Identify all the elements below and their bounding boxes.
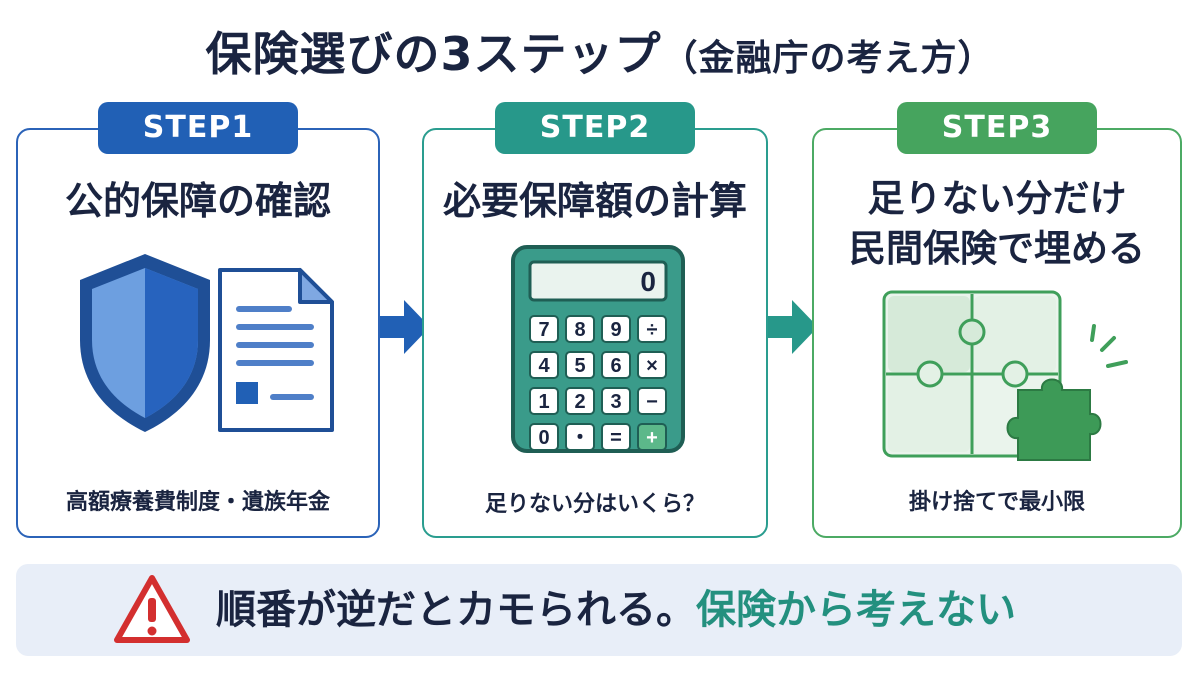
calculator-key-label: ・ bbox=[570, 427, 590, 449]
step1-heading-line: 公的保障の確認 bbox=[64, 179, 331, 223]
step3-card: STEP3 足りない分だけ 民間保険で埋める 掛け捨てで最小限 bbox=[812, 102, 1182, 538]
calculator-display: 0 bbox=[640, 266, 656, 297]
calculator-key-label: 5 bbox=[574, 355, 585, 377]
calculator-key-label: 3 bbox=[610, 391, 621, 413]
step2-badge: STEP2 bbox=[495, 102, 695, 154]
step3-caption: 掛け捨てで最小限 bbox=[908, 490, 1085, 515]
step3-badge: STEP3 bbox=[897, 102, 1097, 154]
calculator-key-label: 1 bbox=[538, 391, 549, 413]
calculator-key bbox=[601, 351, 631, 379]
calculator-key-label: 0 bbox=[538, 427, 549, 449]
calculator-key-label: 2 bbox=[574, 391, 585, 413]
calculator-key bbox=[565, 387, 595, 415]
warning-triangle-icon bbox=[114, 575, 190, 643]
calculator-key-label: 4 bbox=[538, 355, 550, 377]
arrow-right-icon bbox=[380, 300, 430, 354]
calculator-key-label: 6 bbox=[610, 355, 621, 377]
calculator-key bbox=[637, 423, 667, 451]
title-main: 保険選びの3ステップ bbox=[205, 27, 662, 81]
warning-text-accent: 保険から考えない bbox=[696, 587, 1016, 633]
warning-banner: 順番が逆だとカモられる。保険から考えない bbox=[16, 564, 1182, 656]
calculator-key-label: × bbox=[646, 355, 658, 377]
calculator-key-label: − bbox=[646, 391, 658, 413]
calculator-key bbox=[637, 351, 667, 379]
calculator-key bbox=[637, 387, 667, 415]
step1-caption: 高額療養費制度・遺族年金 bbox=[65, 490, 330, 515]
calculator-key bbox=[601, 315, 631, 343]
calculator-key bbox=[565, 315, 595, 343]
step1-badge: STEP1 bbox=[98, 102, 298, 154]
calculator-key-label: 9 bbox=[610, 319, 621, 341]
calculator-key-label: 8 bbox=[574, 319, 585, 341]
calculator-key bbox=[565, 423, 595, 451]
calculator-key bbox=[601, 423, 631, 451]
step1-card: STEP1 公的保障の確認 高額療養費制度・遺族年金 bbox=[16, 102, 380, 538]
title-sub: （金融庁の考え方） bbox=[661, 38, 995, 79]
step2-heading-line: 必要保障額の計算 bbox=[442, 179, 747, 223]
calculator-key bbox=[529, 387, 559, 415]
step3-heading: 足りない分だけ 民間保険で埋める bbox=[814, 174, 1180, 274]
warning-text-dark: 順番が逆だとカモられる。 bbox=[216, 587, 696, 633]
shield-icon bbox=[80, 254, 210, 432]
document-icon bbox=[218, 268, 334, 432]
step1-heading: 公的保障の確認 bbox=[18, 176, 378, 226]
warning-text: 順番が逆だとカモられる。保険から考えない bbox=[216, 564, 1016, 656]
step2-card: STEP2 必要保障額の計算 0 7 8 9 ÷ 4 5 6 × 1 2 3 − 0 ・ = + 足りない分は… bbox=[422, 102, 768, 538]
calculator-key-label: = bbox=[610, 427, 622, 449]
calculator-icon: 0 7 8 9 ÷ 4 5 6 × 1 2 3 − 0 ・ = + bbox=[511, 245, 685, 453]
step2-caption: 足りない分はいくら？ bbox=[484, 492, 705, 517]
calculator-key bbox=[565, 351, 595, 379]
calculator-key-label: ÷ bbox=[647, 319, 658, 341]
puzzle-icon bbox=[882, 290, 1128, 461]
step2-heading: 必要保障額の計算 bbox=[424, 176, 766, 226]
calculator-key bbox=[601, 387, 631, 415]
arrow-right-icon bbox=[768, 300, 818, 354]
step3-heading-line-1: 足りない分だけ bbox=[867, 177, 1127, 220]
calculator-key bbox=[529, 351, 559, 379]
calculator-key bbox=[637, 315, 667, 343]
step3-heading-line-2: 民間保険で埋める bbox=[849, 227, 1145, 270]
page-title: 保険選びの3ステップ（金融庁の考え方） bbox=[0, 18, 1200, 84]
calculator-key-label: 7 bbox=[538, 319, 549, 341]
calculator-key bbox=[529, 315, 559, 343]
calculator-key-label: + bbox=[646, 427, 658, 449]
calculator-key bbox=[529, 423, 559, 451]
